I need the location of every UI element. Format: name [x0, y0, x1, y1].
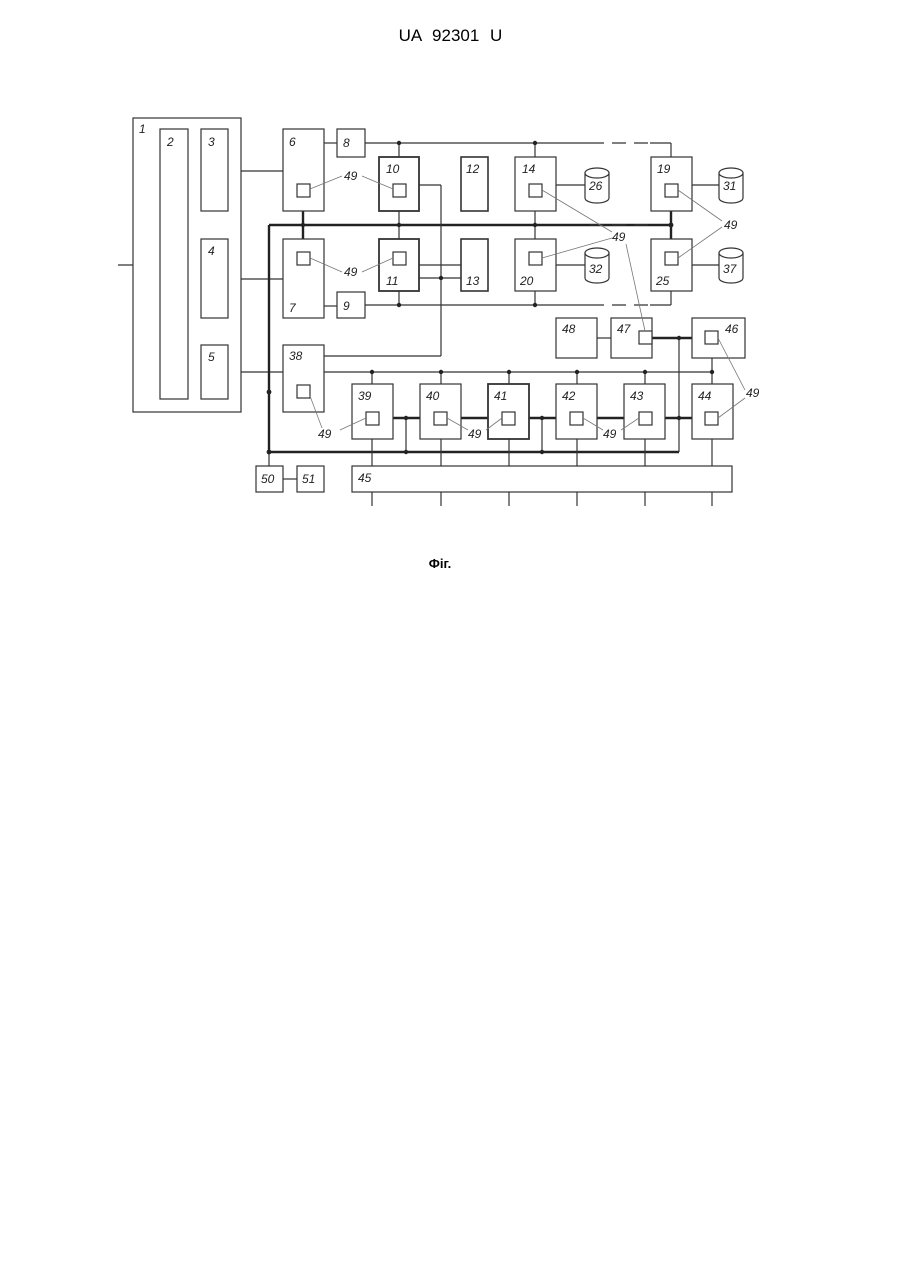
svg-text:26: 26	[588, 179, 603, 193]
svg-text:49: 49	[612, 230, 626, 244]
svg-text:49: 49	[318, 427, 332, 441]
svg-text:5: 5	[208, 350, 215, 364]
svg-text:14: 14	[522, 162, 536, 176]
svg-text:43: 43	[630, 389, 644, 403]
block-45	[352, 466, 732, 492]
svg-text:11: 11	[386, 274, 398, 288]
drum-37: 37	[719, 248, 743, 283]
svg-text:12: 12	[466, 162, 480, 176]
svg-text:13: 13	[466, 274, 480, 288]
drum-26: 26	[585, 168, 609, 203]
svg-text:46: 46	[725, 322, 739, 336]
svg-text:49: 49	[468, 427, 482, 441]
block-8	[337, 129, 365, 157]
svg-text:39: 39	[358, 389, 372, 403]
svg-text:37: 37	[723, 262, 738, 276]
svg-text:8: 8	[343, 136, 350, 150]
block-9	[337, 292, 365, 318]
svg-text:49: 49	[344, 169, 358, 183]
svg-text:10: 10	[386, 162, 400, 176]
svg-text:31: 31	[723, 179, 736, 193]
block-2	[160, 129, 188, 399]
svg-text:42: 42	[562, 389, 576, 403]
svg-text:49: 49	[344, 265, 358, 279]
svg-text:48: 48	[562, 322, 576, 336]
svg-text:38: 38	[289, 349, 303, 363]
svg-text:6: 6	[289, 135, 296, 149]
drum-32: 32	[585, 248, 609, 283]
svg-text:49: 49	[724, 218, 738, 232]
svg-text:49: 49	[603, 427, 617, 441]
svg-text:47: 47	[617, 322, 632, 336]
svg-text:9: 9	[343, 299, 350, 313]
block-1-label: 1	[139, 122, 146, 136]
svg-text:32: 32	[589, 262, 603, 276]
svg-text:41: 41	[494, 389, 507, 403]
figure-caption: Фіг.	[0, 556, 880, 571]
svg-text:19: 19	[657, 162, 671, 176]
svg-text:2: 2	[166, 135, 174, 149]
svg-text:40: 40	[426, 389, 440, 403]
svg-text:44: 44	[698, 389, 712, 403]
svg-text:25: 25	[655, 274, 670, 288]
svg-text:49: 49	[746, 386, 760, 400]
svg-text:20: 20	[519, 274, 534, 288]
svg-text:50: 50	[261, 472, 275, 486]
svg-text:3: 3	[208, 135, 215, 149]
svg-text:4: 4	[208, 244, 215, 258]
svg-text:45: 45	[358, 471, 372, 485]
drum-31: 31	[719, 168, 743, 203]
svg-text:51: 51	[302, 472, 315, 486]
